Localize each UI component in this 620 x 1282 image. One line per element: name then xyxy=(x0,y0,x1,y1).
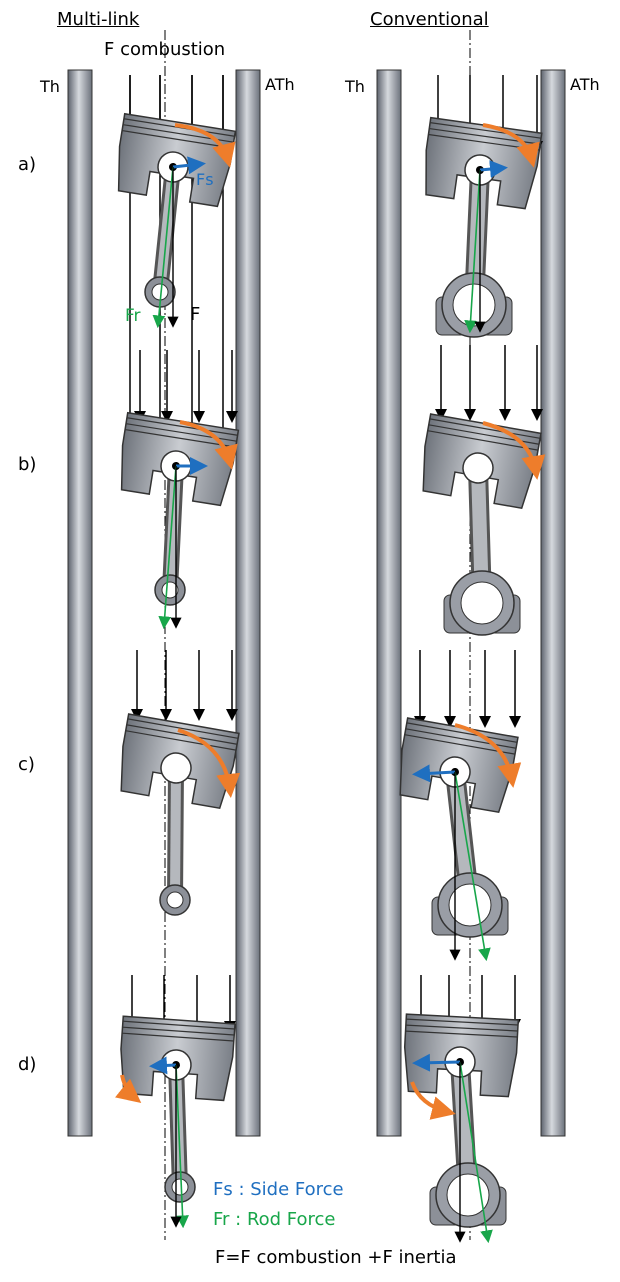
piston-ring xyxy=(126,724,238,745)
big-end-bore xyxy=(460,581,504,625)
big-end-bore xyxy=(448,883,492,927)
side-force-arrow xyxy=(149,1056,177,1075)
row-label-a: a) xyxy=(18,154,37,175)
piston-body xyxy=(422,413,542,510)
f-combustion-label: F combustion xyxy=(104,39,226,60)
side-force-arrow xyxy=(412,764,456,783)
piston-ring xyxy=(127,718,239,739)
rod-force-arrow xyxy=(454,771,491,962)
anti-thrust-label-right: ATh xyxy=(570,75,600,94)
thrust-label-left: Th xyxy=(40,77,60,96)
row-label-d: d) xyxy=(18,1054,37,1075)
piston-ring xyxy=(122,1020,235,1030)
fr-label: Fr xyxy=(125,306,141,326)
piston-ring xyxy=(126,417,238,436)
piston-conventional-d xyxy=(403,1013,520,1228)
rotation-arrow xyxy=(177,728,241,798)
conventional-header: Conventional xyxy=(370,9,489,30)
rotation-arrow xyxy=(482,421,546,480)
side-force-arrow xyxy=(172,156,206,175)
piston-body xyxy=(425,116,543,210)
rod-force-arrow xyxy=(464,169,481,334)
rod-force-arrow xyxy=(175,1064,189,1229)
rotation-arrow xyxy=(115,1074,142,1103)
piston-ring xyxy=(406,1018,519,1026)
row-label-c: c) xyxy=(18,754,35,775)
rotation-arrow xyxy=(179,420,238,470)
legend-side-force: Fs : Side Force xyxy=(213,1179,344,1200)
piston-multilink-c xyxy=(120,713,240,916)
piston-pin xyxy=(462,452,494,484)
rotation-arrow xyxy=(482,123,540,168)
thrust-label-right: Th xyxy=(345,77,365,96)
piston-ring xyxy=(404,734,516,755)
fs-label: Fs xyxy=(196,170,214,189)
piston-ring xyxy=(405,1024,518,1032)
rotation-arrow xyxy=(454,723,522,788)
legend-total-force: F=F combustion +F inertia xyxy=(215,1247,457,1268)
piston-multilink-b xyxy=(120,411,240,606)
piston-ring xyxy=(122,1032,234,1042)
connecting-rod-face xyxy=(170,767,181,901)
f-label: F xyxy=(190,304,201,325)
piston-body xyxy=(117,112,237,208)
cylinder-wall-left-anti-thrust xyxy=(235,69,261,1137)
big-end-bore xyxy=(452,283,496,327)
piston-conventional-a xyxy=(425,116,543,338)
piston-pin xyxy=(160,752,192,784)
legend-rod-force: Fr : Rod Force xyxy=(213,1209,336,1230)
small-end-bore xyxy=(166,891,184,909)
side-force-arrow xyxy=(479,160,508,179)
rotation-arrow xyxy=(410,1081,456,1120)
piston-conventional-b xyxy=(422,413,542,636)
piston-ring xyxy=(429,418,541,439)
piston-body xyxy=(120,713,240,810)
rod-force-arrow xyxy=(158,465,177,630)
multilink-header: Multi-link xyxy=(57,9,140,30)
piston-body xyxy=(403,1013,520,1098)
rotation-arrow xyxy=(174,123,236,168)
anti-thrust-label-left: ATh xyxy=(265,75,295,94)
cylinder-wall-left-thrust xyxy=(67,69,93,1137)
piston-ring xyxy=(406,722,518,743)
rod-force-arrow xyxy=(152,166,174,329)
piston-ring xyxy=(427,430,539,451)
row-label-b: b) xyxy=(18,454,37,475)
rod-force-arrow xyxy=(459,1061,493,1244)
side-force-arrow xyxy=(412,1053,461,1072)
cylinder-wall-right-thrust xyxy=(376,69,402,1137)
piston-ring xyxy=(430,122,542,139)
piston-ring xyxy=(125,730,237,751)
piston-ring xyxy=(122,1026,235,1036)
cylinder-wall-right-anti-thrust xyxy=(540,69,566,1137)
small-end-bore xyxy=(171,1178,189,1196)
piston-ring xyxy=(405,1030,518,1038)
piston-conventional-c xyxy=(399,717,519,938)
piston-ring xyxy=(405,728,517,749)
